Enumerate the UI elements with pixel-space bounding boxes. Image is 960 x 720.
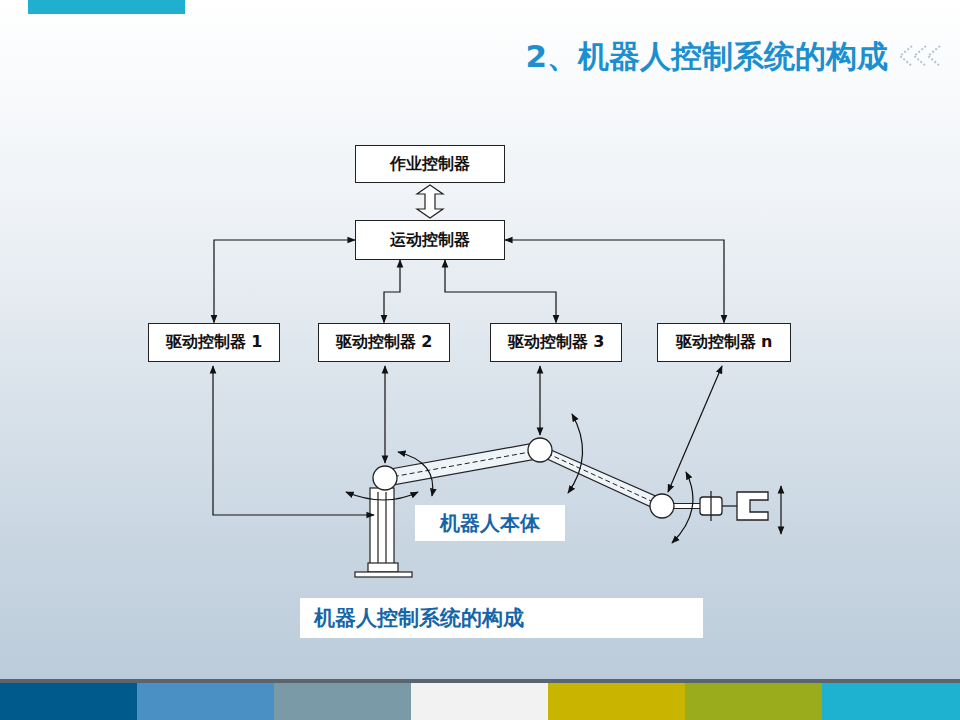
color-stripe <box>411 683 548 720</box>
drive-controller-box: 驱动控制器 3 <box>490 323 622 362</box>
rotation-arrow <box>672 472 693 543</box>
joint <box>650 494 674 518</box>
joint <box>528 438 552 462</box>
rotation-arrow <box>398 452 433 496</box>
connector-arrow <box>505 240 724 323</box>
connector-arrow <box>445 260 556 323</box>
gripper <box>700 491 768 521</box>
node-text: 作业控制器 <box>390 154 470 175</box>
chevron <box>900 46 912 66</box>
wrist-shaft <box>674 503 700 509</box>
robot-body-label: 机器人本体 <box>415 505 565 541</box>
connector-arrow <box>384 260 400 323</box>
gripper-claw <box>737 492 768 520</box>
base-plate <box>355 572 412 577</box>
rotation-arrow <box>568 414 583 493</box>
figure-caption: 机器人控制系统的构成 <box>300 598 703 638</box>
drive-leader <box>539 366 540 435</box>
color-stripe <box>0 683 137 720</box>
drive-controller-box: 驱动控制器 1 <box>148 323 280 362</box>
wrist-axis <box>710 491 711 521</box>
drive-controller-box: 驱动控制器 2 <box>318 323 450 362</box>
node-text: 驱动控制器 n <box>676 332 773 353</box>
accent-bar <box>28 0 185 14</box>
node-text: 运动控制器 <box>390 230 470 251</box>
color-stripe <box>137 683 274 720</box>
task-controller-box: 作业控制器 <box>355 145 505 183</box>
node-text: 驱动控制器 3 <box>508 332 605 353</box>
upper-arm <box>385 442 542 486</box>
connector-arrow <box>214 240 355 323</box>
motion-arrows <box>346 414 781 543</box>
motion-controller-box: 运动控制器 <box>355 220 505 260</box>
chevron <box>928 46 940 66</box>
robot-base <box>355 488 412 577</box>
chevron <box>914 46 926 66</box>
forearm <box>535 443 664 513</box>
slide-title: 2、机器人控制系统的构成 <box>525 36 888 78</box>
base-column-line <box>377 492 378 566</box>
node-text: 机器人本体 <box>440 510 540 537</box>
drive-leader <box>668 366 722 492</box>
drive-leader <box>213 366 374 515</box>
node-text: 驱动控制器 2 <box>336 332 433 353</box>
arm-centerline <box>386 450 541 478</box>
color-stripe <box>274 683 411 720</box>
chevron-decoration <box>900 46 940 66</box>
divider-line <box>0 679 960 683</box>
color-stripe <box>548 683 685 720</box>
arm-centerline <box>540 450 662 506</box>
drive-leaders <box>213 366 722 515</box>
base-foot <box>368 563 398 572</box>
rotation-arrow <box>346 492 418 500</box>
gripper-motion <box>780 486 781 534</box>
base-column-line <box>385 492 386 566</box>
drive-leader <box>384 366 385 463</box>
color-stripe <box>685 683 822 720</box>
joint <box>373 466 397 490</box>
hollow-double-arrow <box>417 185 443 218</box>
gripper-shaft <box>722 505 737 506</box>
drive-controller-box: 驱动控制器 n <box>657 323 791 362</box>
node-text: 驱动控制器 1 <box>166 332 263 353</box>
color-stripe <box>822 683 960 720</box>
wrist-shaft-inner <box>674 504 700 508</box>
